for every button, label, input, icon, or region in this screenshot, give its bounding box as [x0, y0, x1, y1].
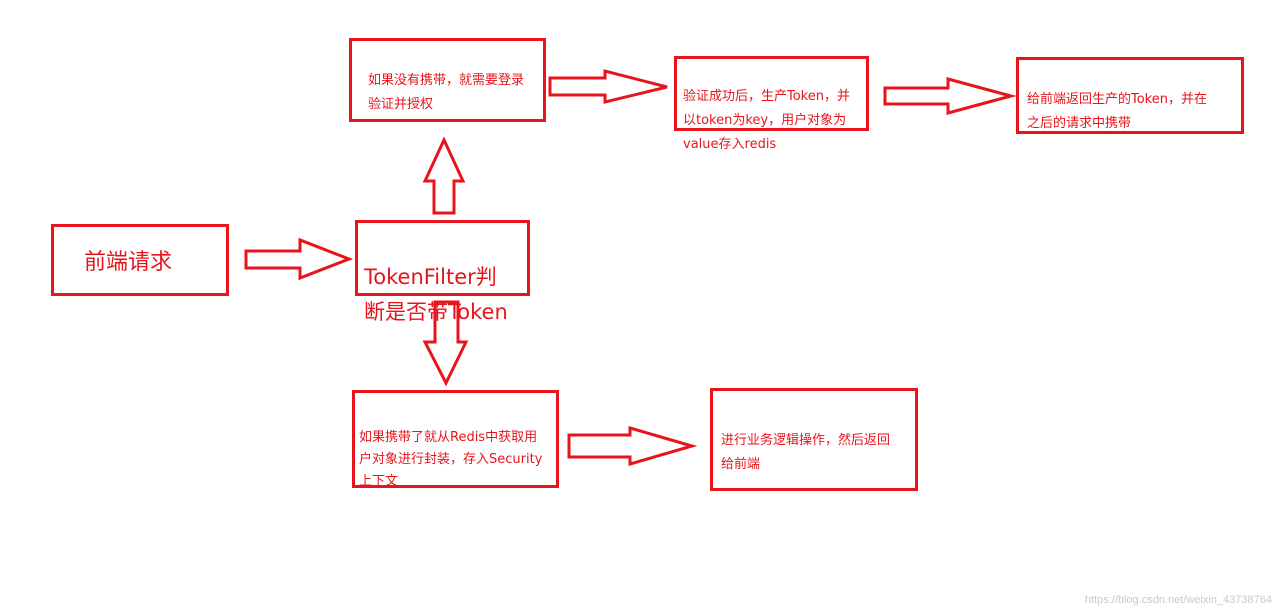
arrow-generate-to-return — [883, 77, 1017, 115]
arrow-frontend-to-filter — [244, 237, 354, 281]
node-no-token-label: 如果没有携带，就需要登录 验证并授权 — [368, 73, 525, 112]
watermark: https://blog.csdn.net/weixin_43738764 — [1084, 594, 1272, 606]
arrow-filter-down — [422, 300, 469, 387]
node-return-token-label: 给前端返回生产的Token，并在 之后的请求中携带 — [1027, 92, 1207, 131]
node-generate-token-label: 验证成功后，生产Token，并 以token为key，用户对象为 value存入… — [683, 89, 850, 152]
node-business-logic: 进行业务逻辑操作，然后返回 给前端 — [710, 388, 918, 491]
node-has-token: 如果携带了就从Redis中获取用 户对象进行封装，存入Security 上下文 — [352, 390, 559, 489]
node-business-logic-label: 进行业务逻辑操作，然后返回 给前端 — [721, 433, 891, 472]
arrow-filter-up — [422, 136, 466, 215]
node-frontend-request-label: 前端请求 — [83, 250, 172, 275]
node-no-token: 如果没有携带，就需要登录 验证并授权 — [349, 38, 546, 122]
node-generate-token: 验证成功后，生产Token，并 以token为key，用户对象为 value存入… — [674, 56, 869, 152]
node-return-token: 给前端返回生产的Token，并在 之后的请求中携带 — [1016, 57, 1244, 134]
node-token-filter: TokenFilter判 断是否带Token — [355, 220, 530, 324]
arrow-login-to-generate — [548, 69, 668, 104]
arrow-security-to-business — [567, 426, 698, 466]
node-frontend-request: 前端请求 — [51, 224, 229, 296]
node-token-filter-label: TokenFilter判 断是否带Token — [364, 265, 508, 324]
node-has-token-label: 如果携带了就从Redis中获取用 户对象进行封装，存入Security 上下文 — [359, 430, 543, 489]
